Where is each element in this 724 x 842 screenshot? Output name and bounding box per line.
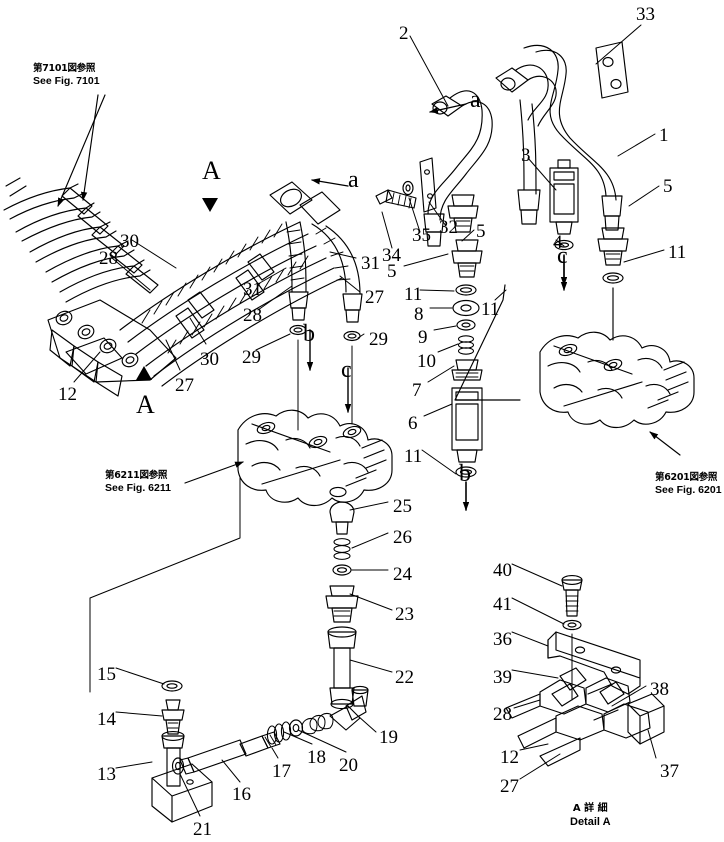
- part-callout-18: 18: [307, 747, 326, 768]
- part-callout-9: 9: [418, 327, 428, 348]
- section-mark-a-right: a: [470, 87, 481, 113]
- part-callout-26: 26: [393, 527, 412, 548]
- reference-fig-6201-en: See Fig. 6201: [655, 483, 722, 496]
- control-valve-block-left: [237, 409, 393, 507]
- part-callout-10: 10: [417, 351, 436, 372]
- reference-fig-7101: 第7101図参照 See Fig. 7101: [33, 63, 100, 88]
- part-callout-4: 4: [553, 232, 563, 253]
- tube-assembly-upper-right: [423, 41, 629, 247]
- hose-bundle-left: [3, 177, 343, 397]
- part-callout-5: 5: [387, 261, 397, 282]
- part-callout-11: 11: [404, 284, 423, 305]
- part-callout-11: 11: [668, 242, 687, 263]
- part-callout-2: 2: [399, 23, 409, 44]
- part-callout-27: 27: [175, 375, 194, 396]
- part-callout-22: 22: [395, 667, 414, 688]
- section-mark-b-upper: b: [303, 321, 315, 347]
- detail-a-caption-en: Detail A: [570, 815, 611, 828]
- part-callout-17: 17: [272, 761, 291, 782]
- part-callout-24: 24: [393, 564, 412, 585]
- part-callout-7: 7: [412, 380, 422, 401]
- part-callout-29: 29: [369, 329, 388, 350]
- part-callout-13: 13: [97, 764, 116, 785]
- part-callout-35: 35: [412, 225, 431, 246]
- reference-fig-6201-jp: 第6201図参照: [655, 472, 718, 483]
- part-callout-1: 1: [659, 125, 669, 146]
- part-callout-37: 37: [660, 761, 679, 782]
- reference-fig-6201: 第6201図参照 See Fig. 6201: [655, 472, 722, 497]
- part-callout-8: 8: [414, 304, 424, 325]
- part-callout-40: 40: [493, 560, 512, 581]
- reference-fig-6211: 第6211図参照 See Fig. 6211: [105, 470, 171, 495]
- part-callout-31: 31: [243, 279, 262, 300]
- part-callout-36: 36: [493, 629, 512, 650]
- section-mark-a-bottom: A: [136, 390, 155, 419]
- part-callout-12: 12: [58, 384, 77, 405]
- callout-leaders: [73, 24, 665, 817]
- part-callout-11: 11: [404, 446, 423, 467]
- part-callout-32: 32: [439, 217, 458, 238]
- part-callout-11: 11: [481, 299, 500, 320]
- section-mark-a-left: a: [348, 167, 359, 193]
- bottom-left-valve: [151, 680, 213, 823]
- detail-a-caption: A 詳 細 Detail A: [570, 803, 611, 829]
- section-mark-c-right: c: [557, 243, 568, 269]
- part-callout-31: 31: [361, 253, 380, 274]
- part-callout-30: 30: [120, 231, 139, 252]
- part-callout-6: 6: [408, 413, 418, 434]
- part-callout-28: 28: [493, 704, 512, 725]
- part-callout-29: 29: [242, 347, 261, 368]
- routing-line-left: [89, 477, 241, 693]
- reference-fig-6211-jp: 第6211図参照: [105, 470, 168, 481]
- part-callout-28: 28: [99, 248, 118, 269]
- part-callout-5: 5: [476, 221, 486, 242]
- bottom-center-stack: [325, 501, 359, 710]
- part-callout-41: 41: [493, 594, 512, 615]
- part-callout-12: 12: [500, 747, 519, 768]
- detail-a-caption-jp: A 詳 細: [572, 803, 608, 814]
- section-arrows: [136, 103, 568, 431]
- part-callout-30: 30: [200, 349, 219, 370]
- reference-fig-7101-jp: 第7101図参照: [33, 63, 96, 74]
- part-callout-34: 34: [382, 245, 401, 266]
- part-callout-23: 23: [395, 604, 414, 625]
- part-callout-27: 27: [500, 776, 519, 797]
- reference-fig-7101-en: See Fig. 7101: [33, 74, 100, 87]
- detail-a-assembly: [505, 575, 665, 767]
- reference-fig-6211-en: See Fig. 6211: [105, 481, 171, 494]
- part-callout-15: 15: [97, 664, 116, 685]
- control-valve-block-right: [539, 331, 695, 429]
- part-callout-5: 5: [663, 176, 673, 197]
- part-callout-19: 19: [379, 727, 398, 748]
- connector-line-11: [454, 284, 521, 401]
- section-mark-a-top: A: [202, 156, 221, 185]
- part-callout-20: 20: [339, 755, 358, 776]
- part-callout-25: 25: [393, 496, 412, 517]
- center-exploded-stack: [447, 194, 483, 511]
- section-mark-b-lower: b: [459, 461, 471, 487]
- part-callout-27: 27: [365, 287, 384, 308]
- part-callout-14: 14: [97, 709, 116, 730]
- reference-leaders: [57, 94, 681, 484]
- part-callout-33: 33: [636, 4, 655, 25]
- section-mark-c-left: c: [341, 357, 352, 383]
- part-callout-38: 38: [650, 679, 669, 700]
- part-callout-39: 39: [493, 667, 512, 688]
- part-callout-21: 21: [193, 819, 212, 840]
- part-callout-3: 3: [521, 145, 531, 166]
- part-callout-16: 16: [232, 784, 251, 805]
- bolt-washer-bracket-group: [375, 157, 437, 213]
- hose-drop-assembly: [269, 181, 363, 342]
- right-fitting-stack: [597, 227, 629, 341]
- part-callout-28: 28: [243, 305, 262, 326]
